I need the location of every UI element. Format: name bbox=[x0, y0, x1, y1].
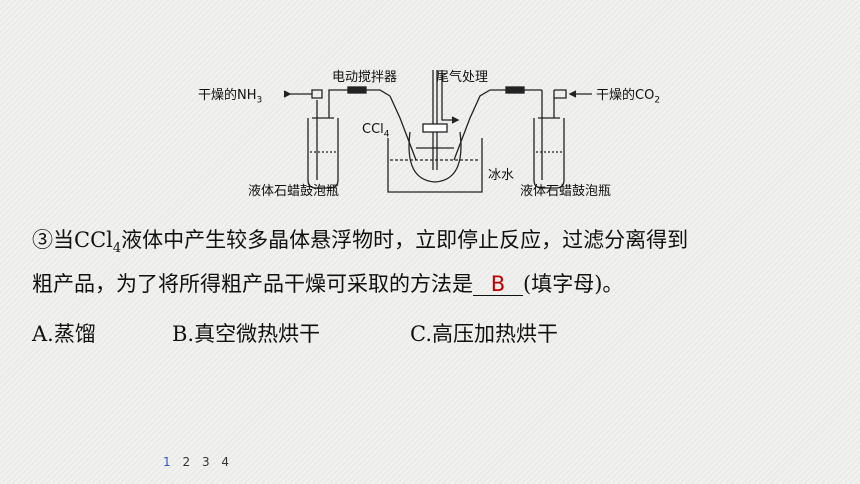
left-flask-tube bbox=[389, 95, 417, 161]
left-joint bbox=[311, 89, 323, 99]
left-bottle bbox=[307, 118, 339, 189]
label-tail-gas: 尾气处理 bbox=[436, 70, 489, 85]
stirrer-rod bbox=[432, 70, 438, 170]
label-stirrer: 电动搅拌器 bbox=[332, 70, 398, 85]
reaction-flask bbox=[408, 131, 462, 183]
page-link-4[interactable]: 4 bbox=[221, 455, 230, 469]
left-bottle-tubes bbox=[316, 100, 330, 180]
label-ccl4: CCl4 bbox=[362, 122, 390, 140]
page-link-3[interactable]: 3 bbox=[201, 455, 210, 469]
option-a: A.蒸馏 bbox=[32, 322, 96, 346]
right-bottle-tubes bbox=[541, 90, 555, 180]
label-nh3: 干燥的NH3 bbox=[198, 88, 263, 106]
ice-bath bbox=[387, 138, 483, 193]
option-b: B.真空微热烘干 bbox=[172, 322, 321, 346]
right-connector bbox=[453, 89, 542, 161]
question-line-1: ③当CCl4液体中产生较多晶体悬浮物时，立即停止反应，过滤分离得到 bbox=[32, 228, 689, 257]
tail-gas-tube bbox=[441, 70, 452, 121]
option-c: C.高压加热烘干 bbox=[410, 322, 558, 346]
right-bottle bbox=[533, 118, 565, 189]
right-joint bbox=[554, 89, 567, 99]
page-navigation: 1 2 3 4 bbox=[163, 455, 237, 469]
label-co2: 干燥的CO2 bbox=[596, 88, 661, 106]
label-bottle-right: 液体石蜡鼓泡瓶 bbox=[520, 184, 612, 199]
apparatus-diagram: 干燥的NH3 电动搅拌器 尾气处理 干燥的CO2 CCl4 冰水 液体石蜡鼓泡瓶… bbox=[190, 60, 670, 210]
answer-blank: B bbox=[473, 273, 523, 296]
apparatus-drawing bbox=[283, 70, 592, 193]
page-link-1[interactable]: 1 bbox=[163, 455, 171, 469]
label-ice-water: 冰水 bbox=[488, 168, 515, 183]
page-link-2[interactable]: 2 bbox=[182, 455, 191, 469]
label-bottle-left: 液体石蜡鼓泡瓶 bbox=[248, 184, 340, 199]
